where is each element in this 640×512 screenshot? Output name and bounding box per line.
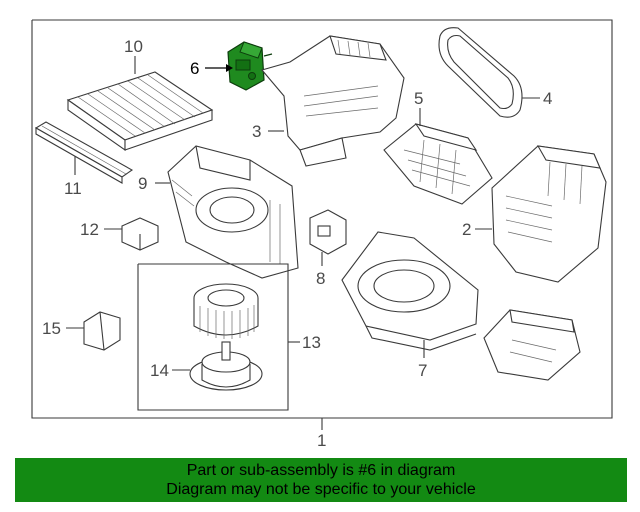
- part-11-filter-cover[interactable]: [34, 121, 134, 184]
- callout-1: 1: [317, 431, 326, 450]
- banner-line-2: Diagram may not be specific to your vehi…: [166, 481, 476, 498]
- blower-wheel[interactable]: [193, 283, 259, 339]
- part-6-actuator-highlighted[interactable]: [227, 41, 273, 91]
- part-4-gasket[interactable]: [438, 27, 523, 118]
- callout-10: 10: [124, 37, 143, 56]
- callout-7: 7: [418, 361, 427, 380]
- callout-14: 14: [150, 361, 169, 380]
- disclaimer-banner: Part or sub-assembly is #6 in diagram Di…: [15, 458, 627, 502]
- lower-duct[interactable]: [483, 309, 581, 381]
- callout-2: 2: [462, 220, 471, 239]
- callout-6: 6: [190, 59, 199, 78]
- part-3-intake-duct[interactable]: [261, 35, 405, 167]
- callout-11: 11: [64, 179, 82, 198]
- leader-6-arrow: [226, 64, 233, 72]
- part-10-cabin-filter[interactable]: [66, 71, 214, 152]
- part-14-blower-motor[interactable]: [189, 341, 263, 391]
- callout-4: 4: [543, 89, 552, 108]
- subassembly-13-frame: [137, 263, 289, 411]
- assembly-frame: [31, 19, 613, 419]
- callout-12: 12: [80, 220, 99, 239]
- callout-13: 13: [302, 333, 321, 352]
- callout-15: 15: [42, 319, 61, 338]
- part-7-lower-case[interactable]: [341, 231, 479, 351]
- banner-line-1: Part or sub-assembly is #6 in diagram: [186, 462, 456, 479]
- part-5-evaporator-duct[interactable]: [383, 123, 493, 205]
- callout-9: 9: [138, 174, 147, 193]
- part-12-resistor[interactable]: [121, 217, 159, 251]
- callout-8: 8: [316, 269, 325, 288]
- part-8-small-actuator[interactable]: [309, 209, 347, 255]
- part-2-heater-case[interactable]: [491, 145, 607, 283]
- part-9-blower-housing[interactable]: [167, 145, 299, 279]
- parts-diagram: 10 6 4 5 3 11 9 12 2 8 13 15 14 7 1: [31, 19, 613, 450]
- callout-3: 3: [252, 122, 261, 141]
- callout-5: 5: [414, 89, 423, 108]
- part-15-connector[interactable]: [83, 311, 121, 351]
